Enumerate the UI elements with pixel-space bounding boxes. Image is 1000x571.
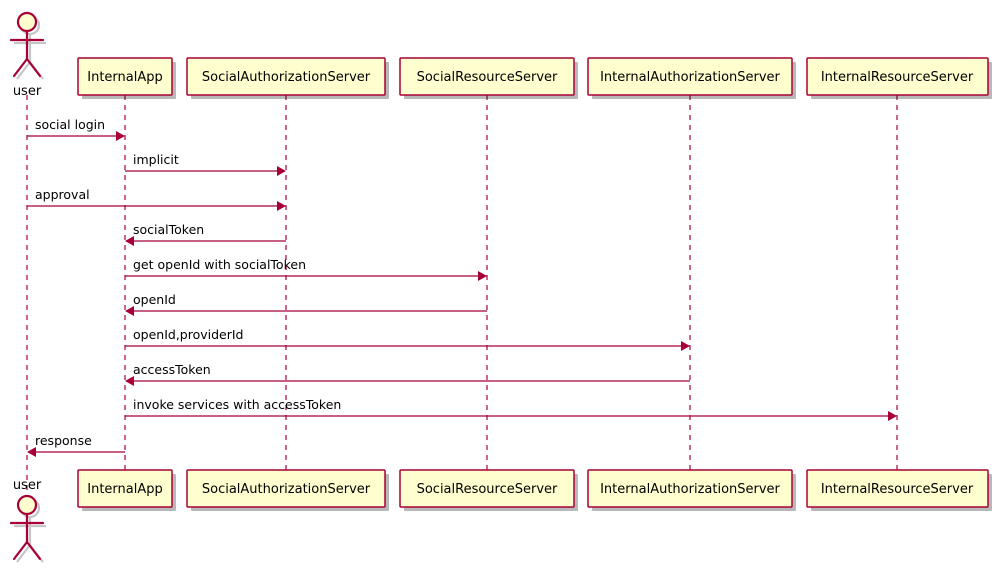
participant-label: SocialAuthorizationServer	[202, 482, 371, 497]
message-label: response	[35, 433, 92, 448]
participant-socialauthorizationserver-bottom[interactable]: SocialAuthorizationServer	[186, 469, 389, 511]
actor-head-icon	[16, 11, 38, 33]
participant-socialresourceserver-top[interactable]: SocialResourceServer	[399, 57, 578, 99]
participant-internalauthorizationserver-top[interactable]: InternalAuthorizationServer	[587, 57, 796, 99]
participant-socialresourceserver-bottom[interactable]: SocialResourceServer	[399, 469, 578, 511]
message-2-internalapp-to-socialauthorizationserver[interactable]: implicit	[125, 152, 286, 176]
message-arrowhead-icon	[125, 236, 134, 246]
actor-label-top: user	[13, 84, 42, 99]
message-arrowhead-icon	[125, 306, 134, 316]
message-3-user-to-socialauthorizationserver[interactable]: approval	[27, 187, 286, 211]
participant-box[interactable]	[77, 57, 173, 96]
participant-box[interactable]	[587, 57, 793, 96]
participant-internalresourceserver-bottom[interactable]: InternalResourceServer	[806, 469, 992, 511]
participants-bottom-layer: InternalApp SocialAuthorizationServer Soci…	[77, 469, 992, 511]
participant-socialauthorizationserver-top[interactable]: SocialAuthorizationServer	[186, 57, 389, 99]
message-label: get openId with socialToken	[133, 257, 306, 272]
message-1-user-to-internalapp[interactable]: social login	[27, 117, 125, 141]
message-label: social login	[35, 117, 105, 132]
messages-layer: social login implicit approval socialToken g…	[27, 117, 897, 457]
message-label: socialToken	[133, 222, 204, 237]
participant-box[interactable]	[806, 57, 989, 96]
message-6-socialresourceserver-to-internalapp[interactable]: openId	[125, 292, 487, 316]
participants-top-layer: InternalApp SocialAuthorizationServer Soci…	[77, 57, 992, 99]
message-arrowhead-icon	[888, 411, 897, 421]
lifelines-layer	[26, 95, 898, 507]
actor-leg-left	[12, 540, 29, 561]
message-label: accessToken	[133, 362, 211, 377]
participant-internalauthorizationserver-bottom[interactable]: InternalAuthorizationServer	[587, 469, 796, 511]
message-arrowhead-icon	[27, 447, 36, 457]
participant-label: SocialResourceServer	[417, 482, 558, 497]
actor-user-bottom[interactable]	[9, 494, 46, 563]
participant-label: InternalAuthorizationServer	[600, 482, 780, 497]
participant-internalresourceserver-top[interactable]: InternalResourceServer	[806, 57, 992, 99]
message-7-internalapp-to-internalauthorizationserver[interactable]: openId,providerId	[125, 327, 690, 351]
participant-label: InternalResourceServer	[821, 482, 974, 497]
participant-label: InternalApp	[87, 482, 163, 497]
message-arrowhead-icon	[116, 131, 125, 141]
message-9-internalapp-to-internalresourceserver[interactable]: invoke services with accessToken	[125, 397, 897, 421]
message-label: openId,providerId	[133, 327, 244, 342]
message-arrowhead-icon	[277, 201, 286, 211]
participant-internalapp-top[interactable]: InternalApp	[77, 57, 176, 99]
participant-label: SocialAuthorizationServer	[202, 70, 371, 85]
participant-label: InternalAuthorizationServer	[600, 70, 780, 85]
participant-label: InternalApp	[87, 70, 163, 85]
participant-box[interactable]	[399, 469, 575, 508]
participant-box[interactable]	[186, 57, 386, 96]
actor-leg-right	[25, 57, 42, 78]
message-arrowhead-icon	[681, 341, 690, 351]
participant-box[interactable]	[77, 469, 173, 508]
participant-box[interactable]	[186, 469, 386, 508]
participant-label: InternalResourceServer	[821, 70, 974, 85]
message-8-internalauthorizationserver-to-internalapp[interactable]: accessToken	[125, 362, 690, 386]
participant-box[interactable]	[399, 57, 575, 96]
message-label: invoke services with accessToken	[133, 397, 341, 412]
participant-box[interactable]	[587, 469, 793, 508]
actors-layer: user user	[9, 11, 46, 563]
participant-label: SocialResourceServer	[417, 70, 558, 85]
message-4-socialauthorizationserver-to-internalapp[interactable]: socialToken	[125, 222, 286, 246]
actor-leg-left	[12, 57, 29, 78]
message-5-internalapp-to-socialresourceserver[interactable]: get openId with socialToken	[125, 257, 487, 281]
participant-box[interactable]	[806, 469, 989, 508]
actor-leg-right	[25, 540, 42, 561]
message-arrowhead-icon	[277, 166, 286, 176]
actor-label-bottom: user	[13, 478, 42, 493]
message-10-internalapp-to-user[interactable]: response	[27, 433, 125, 457]
actor-head-icon	[16, 494, 38, 516]
actor-user-top[interactable]	[9, 11, 46, 80]
message-arrowhead-icon	[478, 271, 487, 281]
participant-internalapp-bottom[interactable]: InternalApp	[77, 469, 176, 511]
message-label: approval	[35, 187, 90, 202]
message-label: implicit	[133, 152, 179, 167]
message-arrowhead-icon	[125, 376, 134, 386]
message-label: openId	[133, 292, 176, 307]
